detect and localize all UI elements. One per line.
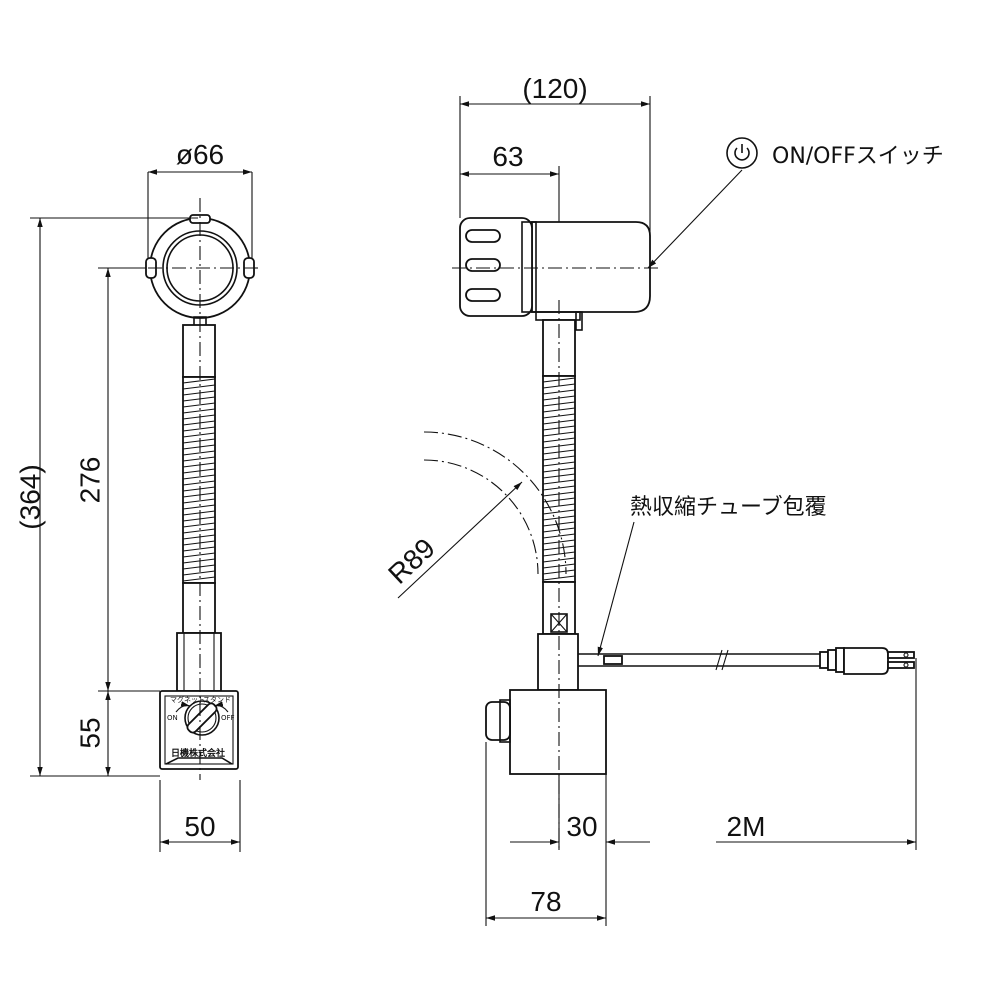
power-plug (819, 647, 915, 675)
dim-diameter: ø66 (176, 139, 224, 170)
dim-bend-radius: R89 (382, 532, 441, 590)
bend-radius-arcs (423, 431, 567, 575)
dim-base-width: 50 (184, 811, 215, 842)
dim-arm-length: 276 (74, 457, 105, 504)
tube-callout: 熱収縮チューブ包覆 (597, 495, 827, 657)
switch-note: ON/OFFスイッチ (772, 144, 944, 169)
front-view: マグネット スタンド ON OFF 日機株式会社 (100, 198, 260, 780)
power-icon (734, 144, 750, 161)
side-dimensions: (120) 63 R89 30 78 2M (382, 73, 917, 926)
front-arm-connector (176, 632, 222, 692)
base-off-label: OFF (221, 714, 235, 722)
side-magnetic-base (485, 689, 607, 775)
dim-base-depth: 78 (530, 886, 561, 917)
dim-overall-width: (120) (522, 73, 587, 104)
dim-cord-length: 2M (727, 811, 766, 842)
dim-base-offset: 30 (566, 811, 597, 842)
base-top-left-label: マグネット (170, 695, 205, 704)
base-maker-label: 日機株式会社 (171, 747, 225, 759)
front-dimensions: ø66 (364) 276 55 50 (14, 139, 253, 852)
switch-callout: ON/OFFスイッチ (647, 137, 944, 269)
front-arm-sleeve-lower (182, 582, 216, 634)
front-arm-sleeve-upper (182, 324, 216, 378)
power-cord (578, 649, 820, 671)
side-view (423, 217, 915, 850)
front-flexible-arm (182, 376, 216, 584)
base-on-label: ON (167, 714, 178, 722)
front-magnetic-base: マグネット スタンド ON OFF 日機株式会社 (159, 690, 239, 770)
tube-note: 熱収縮チューブ包覆 (630, 495, 827, 520)
dim-head-length: 63 (492, 141, 523, 172)
dim-base-height: 55 (74, 717, 105, 748)
base-top-right-label: スタンド (203, 695, 231, 704)
side-lamp-head (459, 217, 651, 331)
side-arm-connector (537, 633, 579, 691)
dim-overall-height: (364) (14, 464, 45, 529)
